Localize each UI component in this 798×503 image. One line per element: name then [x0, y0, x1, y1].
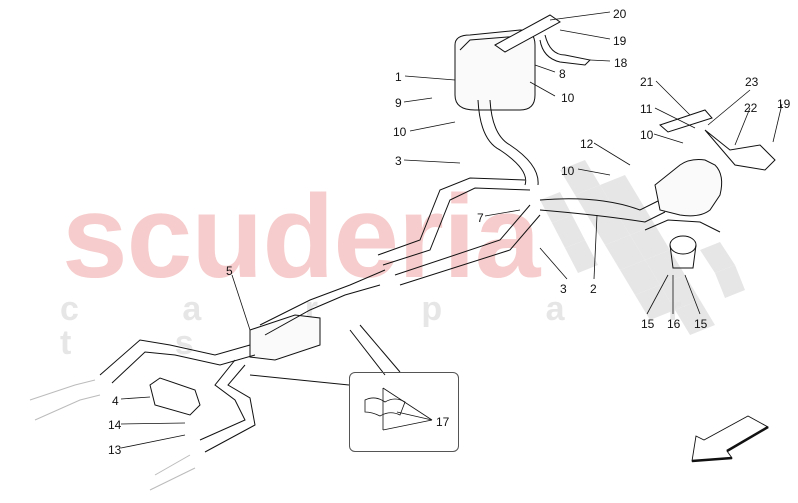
callout-4[interactable]: 4	[112, 394, 119, 408]
callout-19-a[interactable]: 19	[613, 34, 627, 48]
callout-9[interactable]: 9	[395, 96, 402, 110]
watermark-brand: scuderia	[62, 171, 540, 303]
callout-22[interactable]: 22	[744, 101, 758, 115]
arrow-down-left-icon	[691, 415, 769, 463]
callout-11[interactable]: 11	[640, 102, 653, 116]
callout-3-lower[interactable]: 3	[560, 282, 567, 296]
callout-15-a[interactable]: 15	[641, 317, 655, 331]
callout-18[interactable]: 18	[614, 56, 628, 70]
callout-23[interactable]: 23	[745, 75, 759, 89]
callout-10-d[interactable]: 10	[640, 128, 654, 142]
leader-lines	[120, 11, 783, 449]
callout-14[interactable]: 14	[108, 418, 122, 432]
callout-7[interactable]: 7	[477, 211, 484, 225]
callout-13[interactable]: 13	[108, 443, 122, 457]
callout-10-c[interactable]: 10	[561, 164, 575, 178]
callout-17[interactable]: 17	[436, 415, 450, 429]
callout-16[interactable]: 16	[667, 317, 681, 331]
pipe-outlines	[29, 14, 776, 491]
clamp-detail-inset	[349, 372, 459, 452]
callout-8[interactable]: 8	[559, 67, 566, 81]
callout-21[interactable]: 21	[640, 75, 654, 89]
callout-3-upper[interactable]: 3	[395, 154, 402, 168]
callout-20[interactable]: 20	[613, 7, 627, 21]
callout-15-b[interactable]: 15	[694, 317, 708, 331]
clamp-detail-drawing	[364, 387, 433, 431]
callout-19-b[interactable]: 19	[777, 97, 791, 111]
callout-12[interactable]: 12	[580, 137, 594, 151]
callout-5[interactable]: 5	[226, 264, 233, 278]
callout-10-a[interactable]: 10	[393, 125, 407, 139]
callout-10-b[interactable]: 10	[561, 91, 575, 105]
checkered-flag-graphic	[540, 160, 745, 335]
callout-2[interactable]: 2	[590, 282, 597, 296]
watermark-tagline: c a r p a r t s	[60, 290, 729, 362]
callout-1[interactable]: 1	[395, 70, 402, 84]
